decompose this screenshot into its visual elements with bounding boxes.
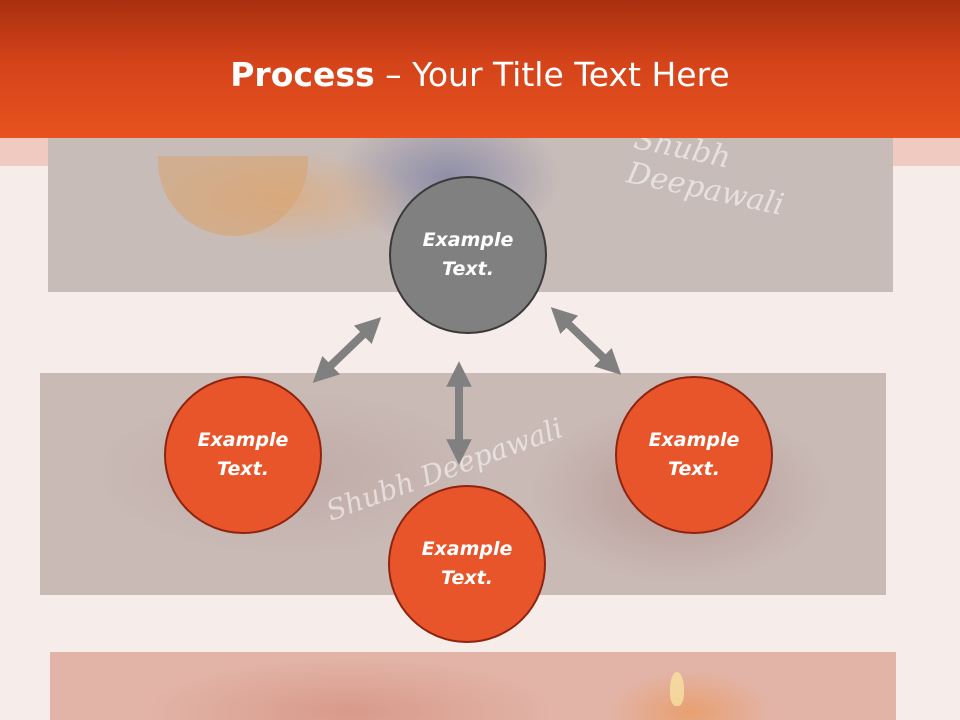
arrow-top-left xyxy=(312,317,382,383)
node-label-line1: Example xyxy=(421,538,513,560)
node-label-line2: Text. xyxy=(441,567,493,589)
background-image-bottom xyxy=(50,652,896,720)
process-node-left[interactable]: Example Text. xyxy=(164,376,322,534)
candle-flame-image xyxy=(670,672,684,706)
arrow-top-right xyxy=(550,307,622,375)
process-node-bottom[interactable]: Example Text. xyxy=(388,485,546,643)
process-node-right[interactable]: Example Text. xyxy=(615,376,773,534)
node-label-line1: Example xyxy=(197,429,289,451)
node-label-line1: Example xyxy=(422,229,514,251)
process-node-top[interactable]: Example Text. xyxy=(389,176,547,334)
node-label-line2: Text. xyxy=(442,258,494,280)
node-label-line1: Example xyxy=(648,429,740,451)
title-bar: Process – Your Title Text Here xyxy=(0,0,960,138)
node-label-line2: Text. xyxy=(217,458,269,480)
node-label-line2: Text. xyxy=(668,458,720,480)
title-rest-text: – Your Title Text Here xyxy=(374,55,730,94)
title-bold-text: Process xyxy=(230,55,375,94)
slide-title[interactable]: Process – Your Title Text Here xyxy=(0,54,960,96)
